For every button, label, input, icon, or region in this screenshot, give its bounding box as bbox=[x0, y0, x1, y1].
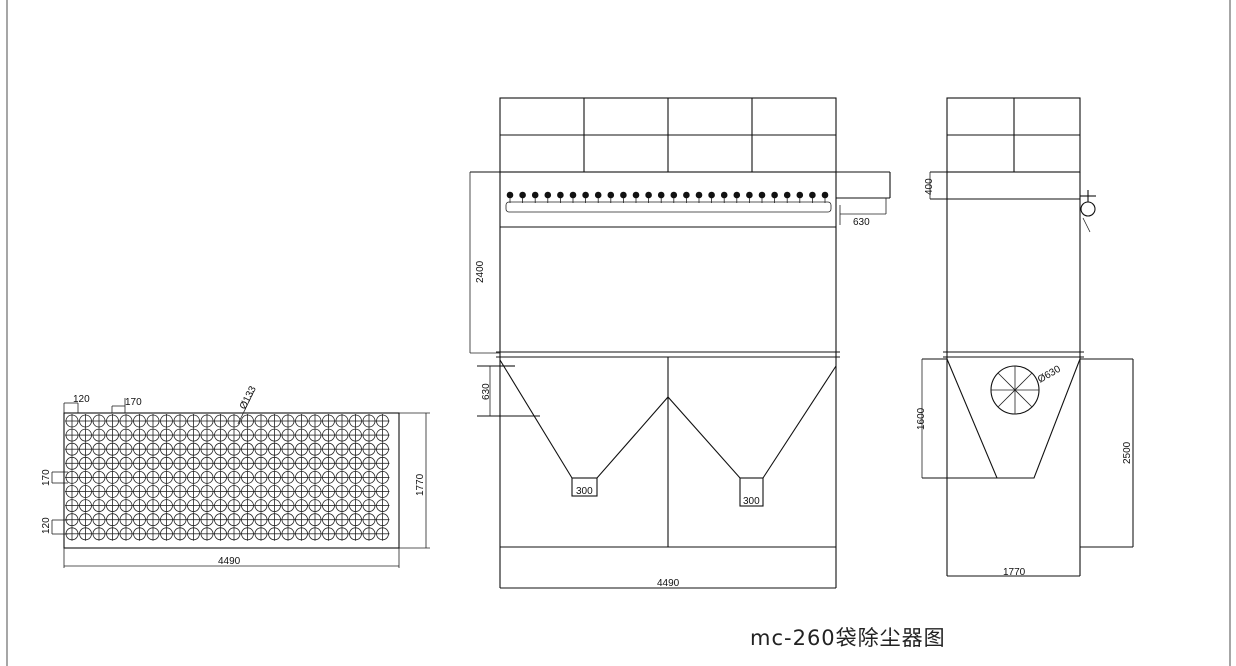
pulse-valve bbox=[683, 191, 690, 199]
pulse-valve bbox=[708, 191, 715, 199]
plan-dim-pitch-x: 170 bbox=[125, 397, 142, 408]
pulse-valve bbox=[758, 191, 766, 199]
plan-dim-edge-x: 120 bbox=[73, 394, 90, 405]
front-dim-upper-height: 2400 bbox=[475, 260, 486, 283]
front-dim-outlet: 630 bbox=[853, 217, 870, 228]
pulse-valve bbox=[607, 191, 615, 199]
pulse-valve bbox=[720, 191, 728, 199]
side-dim-lower: 2500 bbox=[1122, 441, 1133, 464]
pulse-valve bbox=[695, 191, 703, 199]
pulse-valves bbox=[506, 191, 829, 203]
side-valve-icon bbox=[1080, 201, 1096, 217]
front-dim-inlet: 630 bbox=[481, 383, 492, 400]
side-dim-outlet: Ø630 bbox=[1036, 364, 1063, 386]
front-dim-width: 4490 bbox=[657, 578, 680, 589]
blow-pipe bbox=[505, 201, 832, 213]
side-dim-header: 400 bbox=[924, 178, 935, 195]
pulse-valve bbox=[733, 191, 741, 199]
front-dim-hopper-left: 300 bbox=[576, 486, 593, 497]
side-dim-hopper: 1600 bbox=[916, 407, 927, 430]
pulse-valve bbox=[746, 191, 753, 199]
pulse-valve bbox=[670, 191, 678, 199]
pulse-valve bbox=[594, 191, 602, 199]
drawing-title: mc-260袋除尘器图 bbox=[750, 626, 946, 650]
front-view: 630 2400 300 300 630 4490 bbox=[469, 97, 891, 589]
bag-grid bbox=[65, 414, 390, 541]
plan-dim-pitch-y: 170 bbox=[41, 469, 52, 486]
pulse-valve bbox=[809, 191, 816, 199]
plan-dim-width: 4490 bbox=[218, 556, 241, 567]
pulse-valve bbox=[519, 191, 526, 199]
pulse-valve bbox=[557, 191, 564, 199]
plan-outline bbox=[63, 412, 400, 549]
pulse-valve bbox=[783, 191, 791, 199]
pulse-valve bbox=[771, 191, 778, 199]
plan-dim-edge-y: 120 bbox=[41, 517, 52, 534]
side-view: 400 1600 Ø630 2500 1770 bbox=[916, 97, 1134, 578]
pulse-valve bbox=[544, 191, 552, 199]
plan-dim-bag-diameter: Ø133 bbox=[238, 384, 259, 411]
pulse-valve bbox=[620, 191, 627, 199]
pulse-valve bbox=[582, 191, 589, 199]
side-dim-width: 1770 bbox=[1003, 567, 1026, 578]
pulse-valve bbox=[632, 191, 640, 199]
pulse-valve bbox=[506, 191, 514, 199]
pulse-valve bbox=[531, 191, 539, 199]
plan-view: 120 170 Ø133 170 120 4490 1770 bbox=[41, 384, 430, 568]
pulse-valve bbox=[821, 191, 829, 199]
front-hopper-right-outlet bbox=[739, 477, 764, 507]
plan-dim-depth: 1770 bbox=[415, 473, 426, 496]
pulse-valve bbox=[569, 191, 577, 199]
pulse-valve bbox=[796, 191, 804, 199]
front-dim-hopper-right: 300 bbox=[743, 496, 760, 507]
front-hopper-left-outlet bbox=[571, 477, 598, 497]
pulse-valve bbox=[645, 191, 652, 199]
pulse-valve bbox=[657, 191, 665, 199]
